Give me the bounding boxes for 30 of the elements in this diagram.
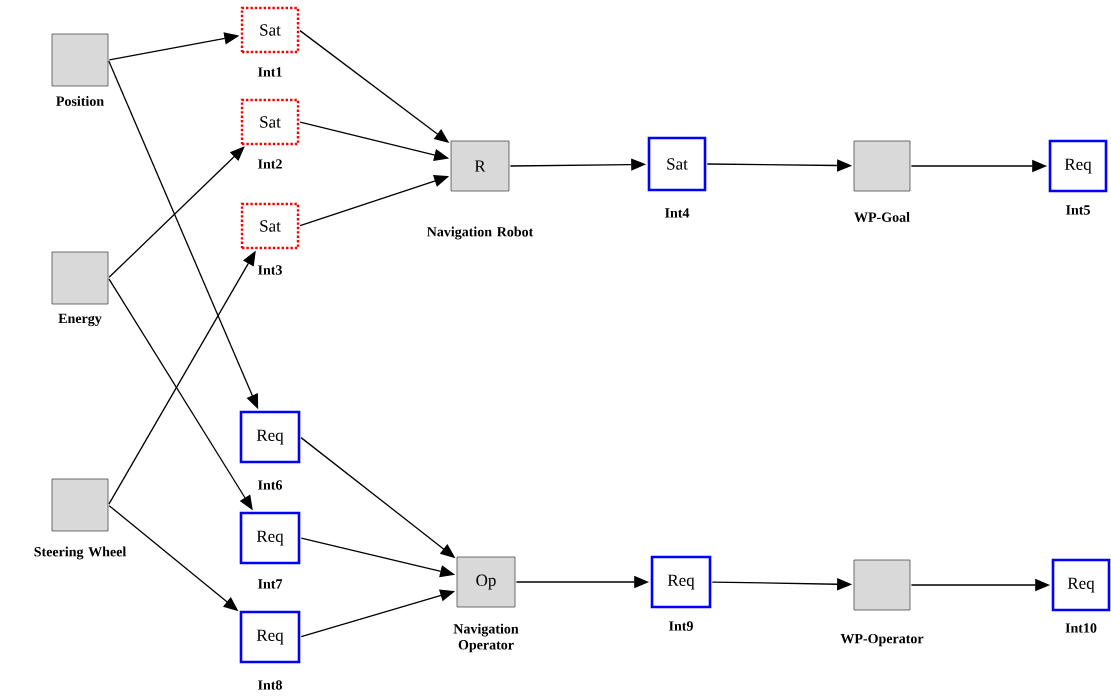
interface-box: Sat	[647, 136, 707, 192]
node-label: Int3	[258, 265, 282, 275]
node-label: Navigation Operator	[453, 623, 519, 653]
node-label: Steering Wheel	[34, 546, 127, 560]
process-box: Op	[456, 556, 516, 608]
node-label: Position	[56, 96, 104, 106]
node-label: Int1	[258, 67, 282, 77]
dotted-box: Sat	[240, 98, 300, 146]
node-label: WP-Goal	[854, 212, 910, 222]
dotted-box: Sat	[240, 6, 300, 54]
process-box: R	[450, 140, 510, 192]
node-label: Int9	[669, 621, 693, 631]
node-label: WP-Operator	[840, 633, 924, 647]
interface-box: Req	[1048, 139, 1108, 193]
node-label: Int8	[258, 680, 282, 690]
interface-box: Req	[1051, 558, 1111, 612]
interface-box: Req	[650, 555, 712, 609]
node-label: Int2	[258, 159, 282, 169]
interface-box: Req	[239, 610, 301, 664]
node-label: Energy	[58, 313, 102, 327]
node-label: Int6	[258, 480, 283, 490]
node-label: Int4	[665, 208, 690, 218]
node-label: Int5	[1066, 205, 1090, 215]
dotted-box: Sat	[240, 202, 300, 250]
arrow	[108, 146, 245, 278]
node-label: Navigation Robot	[427, 226, 534, 240]
interface-box: Req	[239, 511, 301, 565]
node-label: Int10	[1065, 623, 1097, 633]
node-label: Int7	[258, 579, 283, 589]
interface-box: Req	[239, 410, 301, 464]
